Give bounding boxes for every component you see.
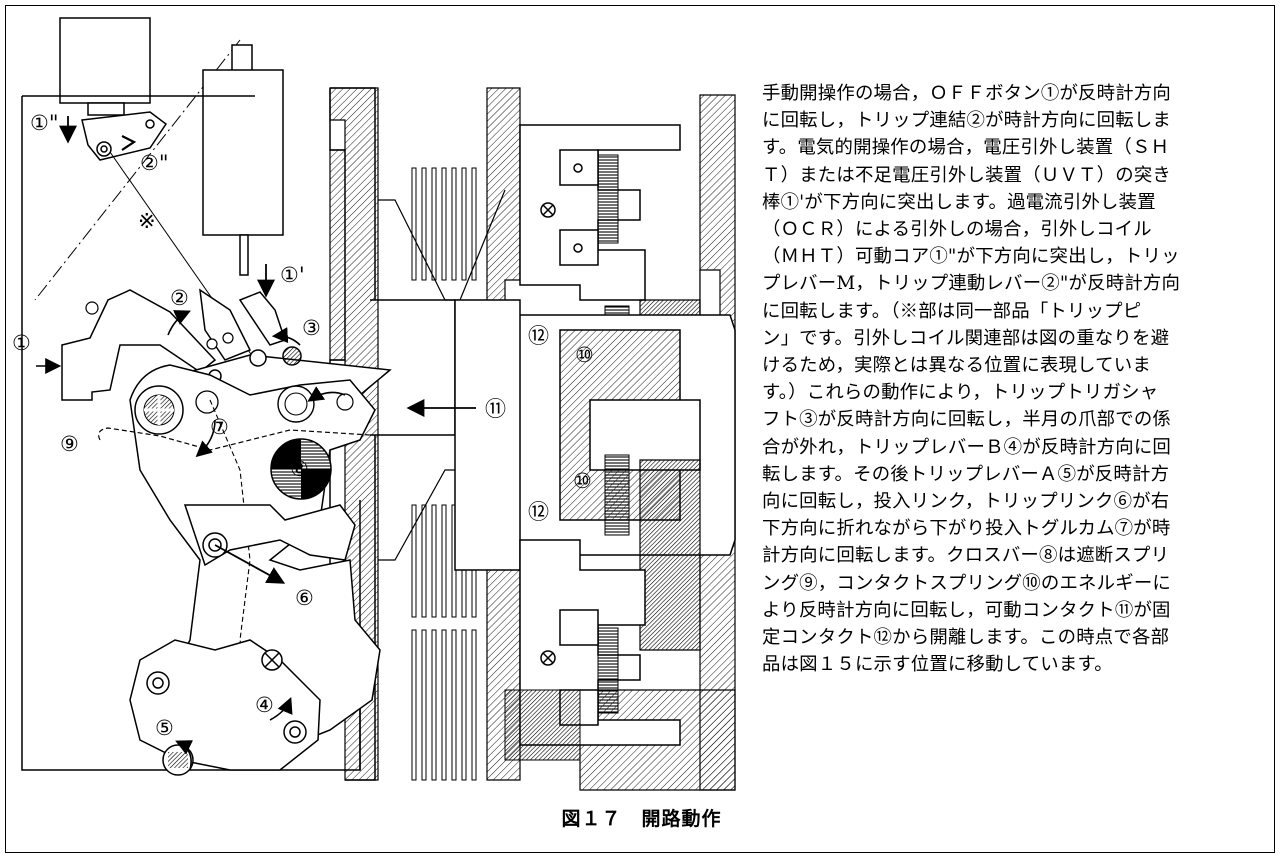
description-line: 転します。その後トリップレバーＡ⑤が反時計方: [762, 463, 1170, 485]
description-line: ン」です。引外しコイル関連部は図の重なりを避: [762, 327, 1170, 349]
off-button: [61, 289, 217, 401]
label-trip-trigger-shaft: ③: [302, 316, 321, 340]
description-line: けるため，実際とは異なる位置に表現していま: [762, 355, 1151, 377]
trip-link-arrow-6: [214, 544, 286, 584]
contact-spring-upper-coil: [597, 154, 619, 244]
bolt: [222, 332, 234, 344]
label-same-part-mark: ※: [138, 209, 156, 233]
description-line: （ＭＨＴ）可動コア①"が下方向に突出し，トリッ: [762, 246, 1180, 268]
description-line: 下方向に折れながら下がり投入トグルカム⑦が時: [762, 518, 1171, 540]
label-trip-lever-b: ④: [255, 693, 274, 717]
description-line: に回転し，トリップ連結②が時計方向に回転しま: [762, 110, 1171, 132]
off-button-pivot: [85, 301, 99, 315]
trip-link-arrow: [167, 310, 191, 336]
cam-roller-arrow: [307, 386, 346, 402]
description-line: 手動開操作の場合，ＯＦＦボタン①が反時計方向: [762, 83, 1171, 104]
break-spring-outline: [98, 427, 371, 451]
description-line: 品は図１５に示す位置に移動しています。: [762, 654, 1113, 676]
mechanism-diagram: ①" ②" ※ ①' ② ③ ① ⑦ ⑨ ⑧ ⑪ ⑫ ⑩ ⑩ ⑫ ⑥ ④ ⑤: [12, 17, 736, 791]
label-toggle-cam: ⑦: [210, 415, 229, 439]
shunt-trip-device: [202, 44, 284, 276]
description-line: 合が外れ，トリップレバーＢ④が反時計方向に回: [762, 436, 1171, 458]
trip-lever-a-fill: [168, 752, 188, 768]
description-line: フト③が反時計方向に回転し，半月の爪部での係: [762, 409, 1171, 431]
ohm-lever-arrow: [121, 135, 137, 151]
label-crossbar: ⑧: [290, 457, 309, 481]
contact-spring-lower-coil: [604, 454, 630, 536]
fixed-contact-lower-block: [639, 459, 701, 651]
crossbar: [270, 438, 332, 500]
trip-lever-a-arrow: [175, 740, 193, 771]
description-line: 計方向に回転します。クロスバー⑧は遮断スプリ: [762, 545, 1170, 567]
description-line: 棒①'が下方向に突出します。過電流引外し装置: [762, 191, 1156, 213]
label-trip-link: ②: [170, 286, 189, 310]
cam-roller-inner: [284, 392, 308, 416]
label-contact-spring-upper: ⑩: [575, 343, 594, 367]
description-text: 手動開操作の場合，ＯＦＦボタン①が反時計方向 に回転し，トリップ連結②が時計方向…: [762, 80, 1262, 678]
label-trip-link-6: ⑥: [295, 586, 314, 610]
description-line: す。電気的開操作の場合，電圧引外し装置（ＳＨ: [762, 137, 1170, 159]
contact-spring-bottom-coil: [597, 627, 619, 714]
description-line: プレバーM，トリップ連動レバー②"が反時計方向: [762, 273, 1181, 295]
bolt: [206, 338, 218, 350]
reset-pin: [336, 393, 354, 411]
label-movable-contact: ⑪: [485, 397, 506, 421]
description-line: より反時計方向に回転し，可動コンタクト⑪が固: [762, 599, 1171, 621]
description-line: 向に回転し，投入リンク，トリップリンク⑥が右: [762, 491, 1170, 513]
trigger-shaft-arrow: [271, 327, 301, 346]
lower-hatched-block: [504, 689, 581, 761]
toggle-cam-arrow: [195, 419, 216, 458]
description-line: に回転します。（※部は同一部品「トリップピ: [762, 300, 1142, 322]
description-line: （ＯＣＲ）による引外しの場合，引外しコイル: [762, 219, 1152, 241]
description-line: ング⑨，コンタクトスプリング⑩のエネルギーに: [762, 572, 1171, 594]
label-fixed-contact-lower: ⑫: [528, 500, 549, 524]
figure-caption: 図１７ 開路動作: [561, 808, 722, 830]
arc-runner: [378, 189, 506, 301]
description-line: す。）これらの動作により，トリップトリガシャ: [762, 382, 1159, 404]
trip-lever-b-arrow: [269, 697, 293, 721]
description-line: Ｔ）または不足電圧引外し装置（ＵＶＴ）の突き: [762, 164, 1171, 186]
ohm-module: [59, 17, 168, 161]
label-uvt-plunger: ①': [280, 263, 305, 287]
label-fixed-contact-upper: ⑫: [528, 324, 549, 348]
toggle-pin: [195, 390, 219, 414]
label-trip-lever-a: ⑤: [155, 716, 174, 740]
label-contact-spring-lower: ⑩: [573, 469, 592, 493]
label-break-spring: ⑨: [60, 432, 79, 456]
label-ohm-core: ①": [30, 111, 59, 135]
label-off-button: ①: [12, 331, 31, 355]
figure-frame: [5, 5, 1275, 853]
label-trip-lever-m: ②": [140, 151, 169, 175]
description-line: 定コンタクト⑫から開離します。この時点で各部: [762, 627, 1170, 649]
